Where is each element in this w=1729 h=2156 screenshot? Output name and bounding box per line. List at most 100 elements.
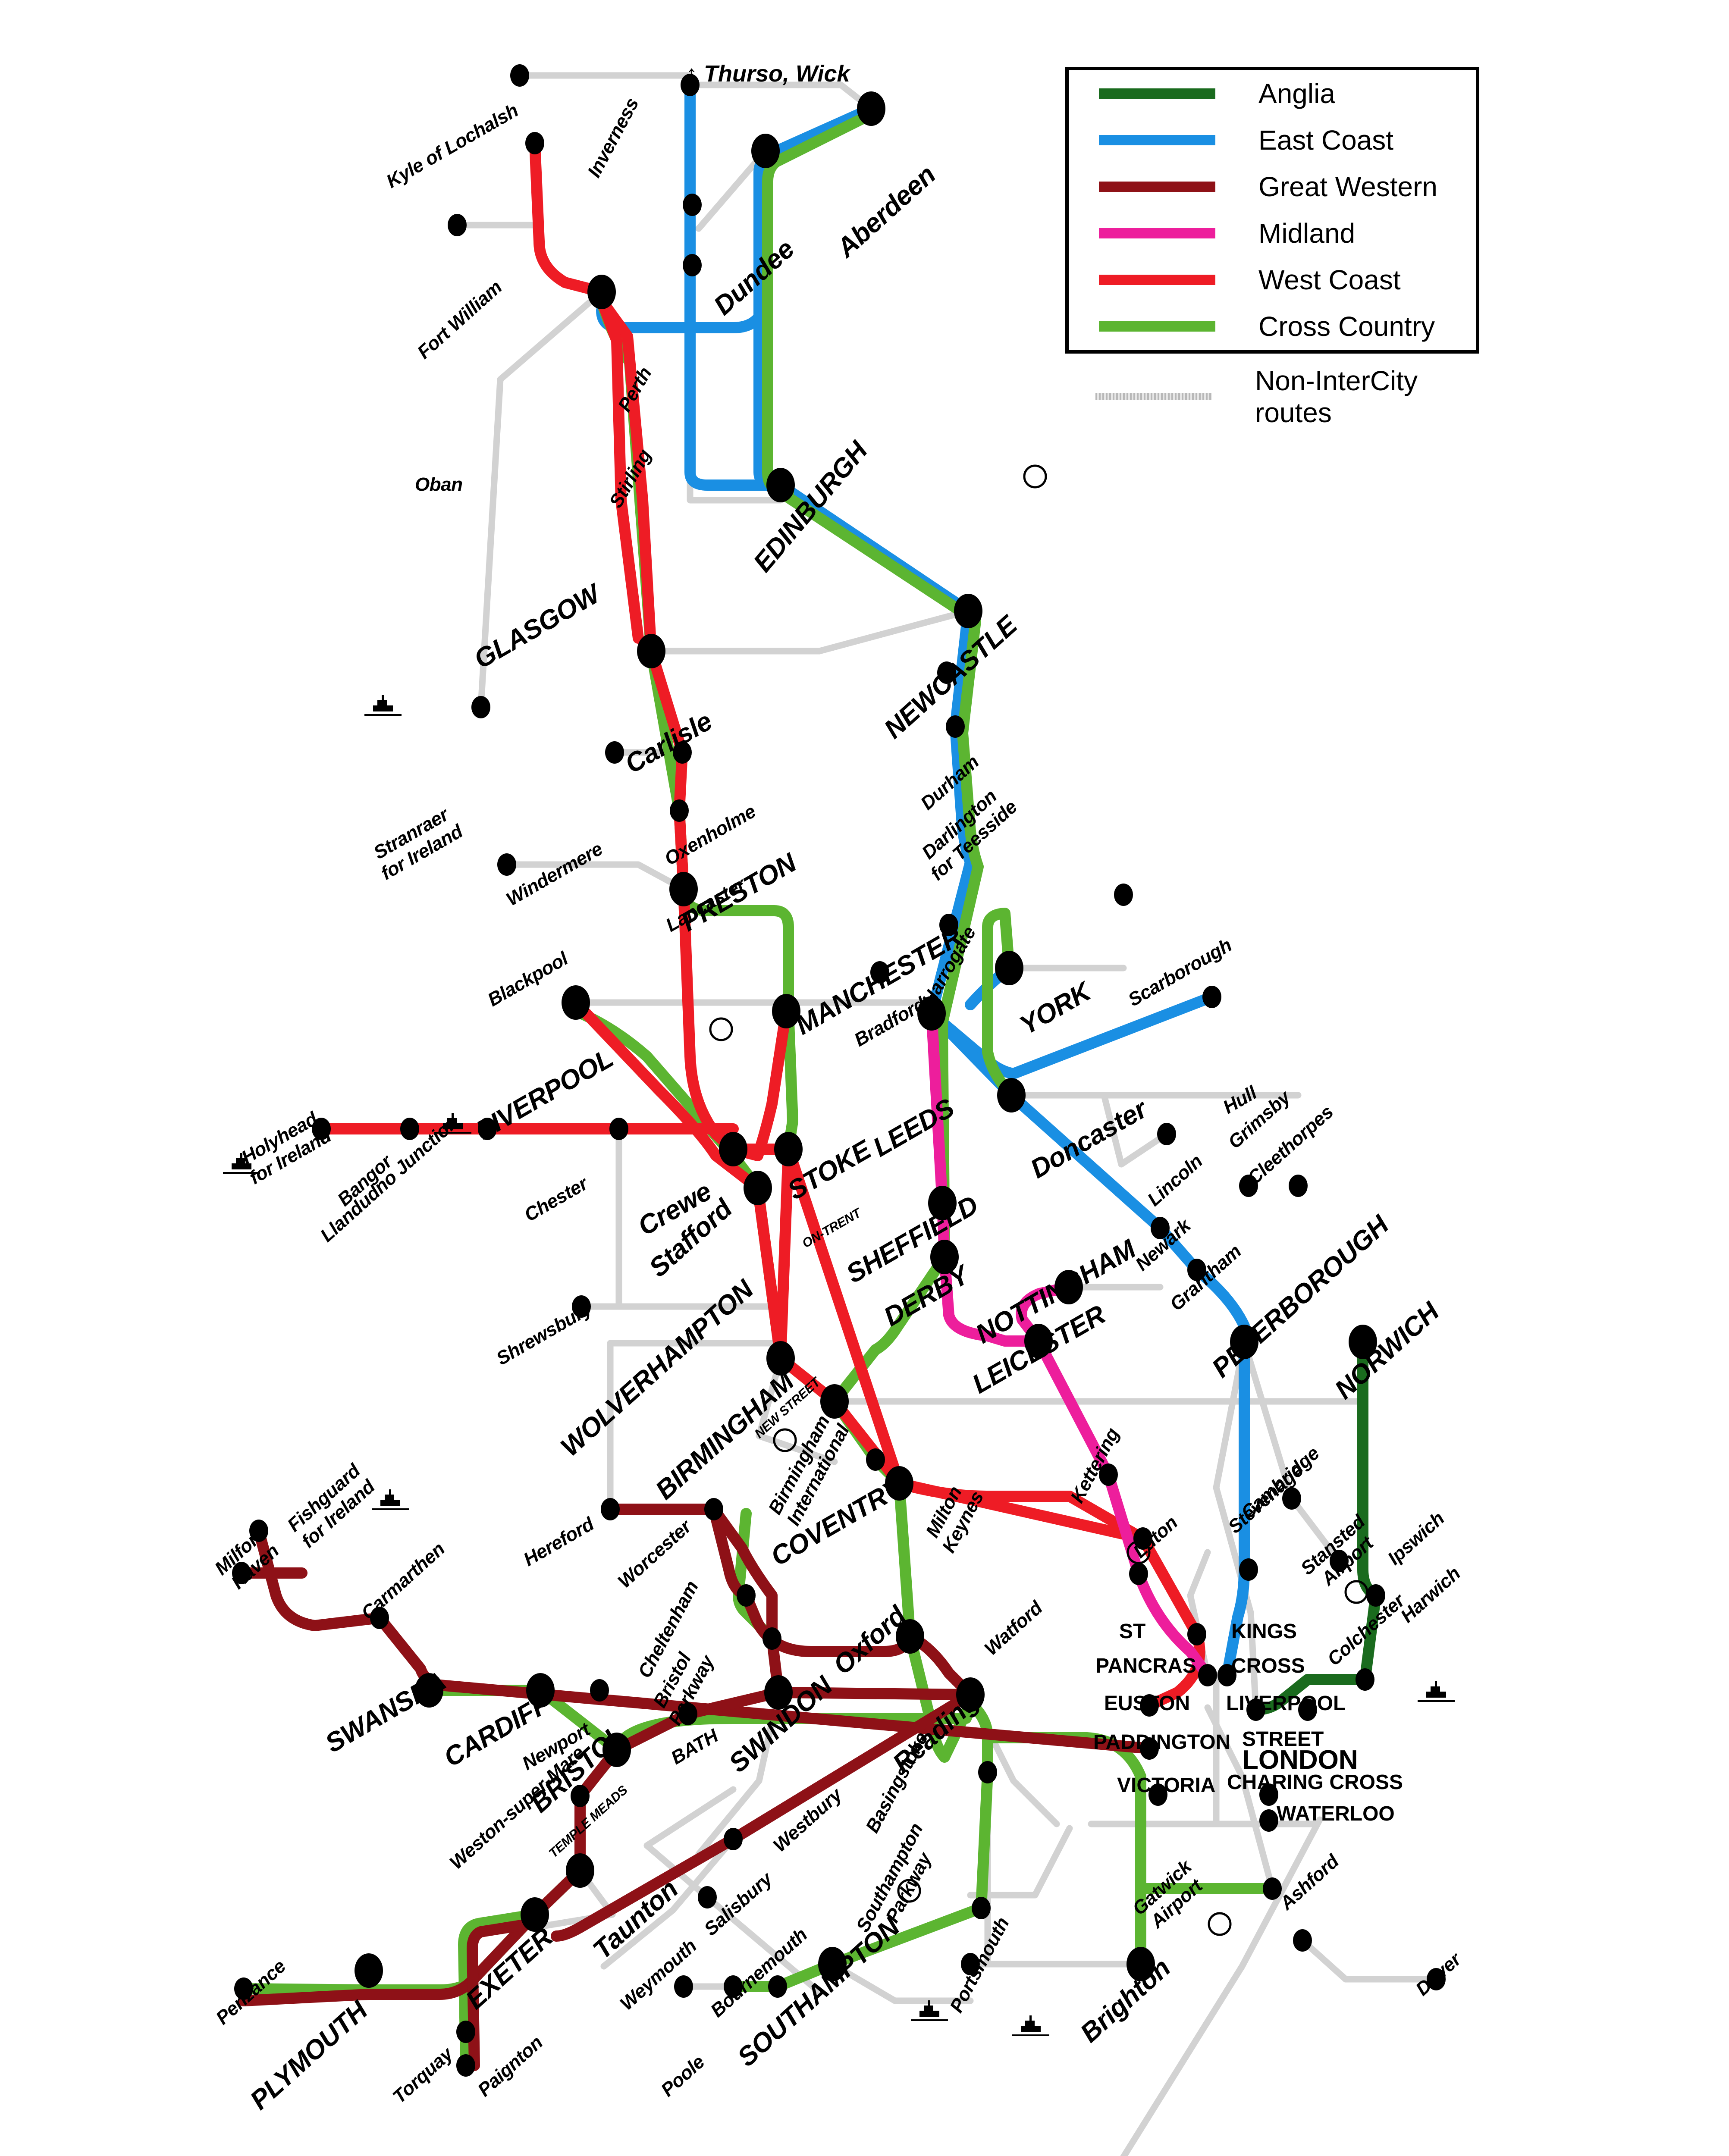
station-dot[interactable]	[1356, 1668, 1374, 1691]
station-dot[interactable]	[1127, 1947, 1155, 1981]
station-dot[interactable]	[669, 872, 698, 906]
station-dot[interactable]	[978, 1761, 997, 1783]
station-dot[interactable]	[1366, 1584, 1385, 1607]
station-dot[interactable]	[674, 1975, 693, 1998]
station-dot[interactable]	[939, 914, 958, 936]
station-dot[interactable]	[566, 1853, 594, 1888]
legend-item-east-coast[interactable]: East Coast	[1069, 117, 1476, 163]
station-dot[interactable]	[1133, 1527, 1152, 1550]
station-dot[interactable]	[1239, 1175, 1258, 1197]
legend-item-west-coast[interactable]: West Coast	[1069, 257, 1476, 303]
legend-item-cross-country[interactable]: Cross Country	[1069, 303, 1476, 350]
station-dot[interactable]	[400, 1118, 419, 1140]
station-dot[interactable]	[683, 194, 702, 216]
station-dot[interactable]	[1289, 1175, 1308, 1197]
station-dot[interactable]	[997, 1078, 1026, 1112]
station-dot[interactable]	[937, 661, 956, 684]
station-dot[interactable]	[1198, 1664, 1217, 1686]
station-dot[interactable]	[1140, 1694, 1159, 1717]
station-dot[interactable]	[896, 1619, 924, 1654]
station-dot[interactable]	[456, 2021, 475, 2043]
station-dot[interactable]	[1157, 1123, 1176, 1145]
station-dot[interactable]	[510, 64, 529, 87]
station-dot[interactable]	[601, 1498, 620, 1520]
station-dot[interactable]	[521, 1897, 549, 1932]
station-dot[interactable]	[870, 961, 889, 984]
station-dot[interactable]	[234, 1977, 253, 2000]
station-dot[interactable]	[609, 1118, 628, 1140]
station-dot[interactable]	[1187, 1259, 1206, 1281]
station-dot[interactable]	[774, 1132, 803, 1166]
station-dot[interactable]	[1282, 1487, 1301, 1510]
station-dot[interactable]	[1114, 884, 1133, 906]
station-dot[interactable]	[995, 951, 1023, 985]
station-dot[interactable]	[1024, 1324, 1053, 1358]
station-dot[interactable]	[637, 634, 665, 668]
station-dot[interactable]	[704, 1498, 723, 1520]
station-dot[interactable]	[526, 1673, 555, 1708]
station-dot[interactable]	[1293, 1929, 1312, 1952]
station-dot[interactable]	[456, 2054, 475, 2077]
legend-item-great-western[interactable]: Great Western	[1069, 163, 1476, 210]
station-dot[interactable]	[670, 799, 689, 822]
station-dot[interactable]	[1202, 986, 1221, 1008]
station-dot[interactable]	[764, 1675, 793, 1710]
station-dot[interactable]	[820, 1384, 849, 1419]
station-dot[interactable]	[928, 1186, 957, 1220]
station-dot[interactable]	[724, 1975, 743, 1998]
station-dot[interactable]	[1259, 1783, 1278, 1806]
station-dot[interactable]	[1129, 1563, 1148, 1585]
station-dot[interactable]	[1427, 1968, 1446, 1990]
station-dot[interactable]	[719, 1132, 747, 1166]
station-dot[interactable]	[572, 1295, 591, 1318]
station-dot[interactable]	[698, 1886, 717, 1908]
station-dot[interactable]	[471, 696, 490, 718]
station-dot[interactable]	[370, 1607, 389, 1629]
station-dot[interactable]	[724, 1828, 743, 1850]
station-dot[interactable]	[946, 715, 965, 738]
station-dot[interactable]	[497, 853, 516, 876]
station-dot[interactable]	[678, 1703, 697, 1725]
station-dot[interactable]	[525, 132, 544, 154]
station-dot[interactable]	[1259, 1809, 1278, 1832]
station-dot[interactable]	[961, 1953, 980, 1975]
station-dot[interactable]	[772, 994, 800, 1028]
station-dot[interactable]	[751, 134, 780, 168]
station-dot[interactable]	[768, 1975, 787, 1998]
station-dot[interactable]	[737, 1584, 756, 1607]
station-dot[interactable]	[673, 741, 692, 764]
station-dot[interactable]	[1230, 1325, 1258, 1359]
station-dot[interactable]	[1099, 1463, 1118, 1486]
station-dot[interactable]	[744, 1171, 772, 1205]
station-dot[interactable]	[1246, 1698, 1265, 1721]
station-dot[interactable]	[1349, 1325, 1377, 1359]
station-dot[interactable]	[681, 74, 700, 96]
legend-item-anglia[interactable]: Anglia	[1069, 70, 1476, 117]
station-dot[interactable]	[1151, 1217, 1170, 1239]
station-dot[interactable]	[930, 1240, 959, 1274]
station-dot[interactable]	[954, 594, 982, 628]
station-dot[interactable]	[1140, 1737, 1159, 1760]
station-dot[interactable]	[885, 1466, 913, 1501]
station-dot[interactable]	[602, 1733, 631, 1767]
station-dot[interactable]	[249, 1520, 268, 1542]
station-dot[interactable]	[818, 1947, 847, 1981]
station-dot[interactable]	[312, 1118, 331, 1140]
station-dot[interactable]	[478, 1118, 497, 1140]
station-dot[interactable]	[571, 1785, 590, 1807]
station-dot[interactable]	[1330, 1550, 1349, 1572]
station-dot[interactable]	[857, 91, 885, 126]
station-dot[interactable]	[866, 1448, 885, 1471]
station-dot[interactable]	[415, 1673, 443, 1708]
station-dot[interactable]	[766, 1341, 795, 1376]
station-dot[interactable]	[917, 996, 946, 1031]
station-dot[interactable]	[766, 468, 795, 502]
station-dot[interactable]	[232, 1562, 251, 1584]
station-dot[interactable]	[355, 1953, 383, 1988]
station-dot[interactable]	[683, 254, 702, 276]
station-dot[interactable]	[1239, 1558, 1258, 1581]
station-dot[interactable]	[1054, 1270, 1083, 1304]
station-dot[interactable]	[590, 1679, 609, 1702]
station-dot[interactable]	[1218, 1664, 1236, 1686]
station-dot[interactable]	[1148, 1783, 1167, 1806]
